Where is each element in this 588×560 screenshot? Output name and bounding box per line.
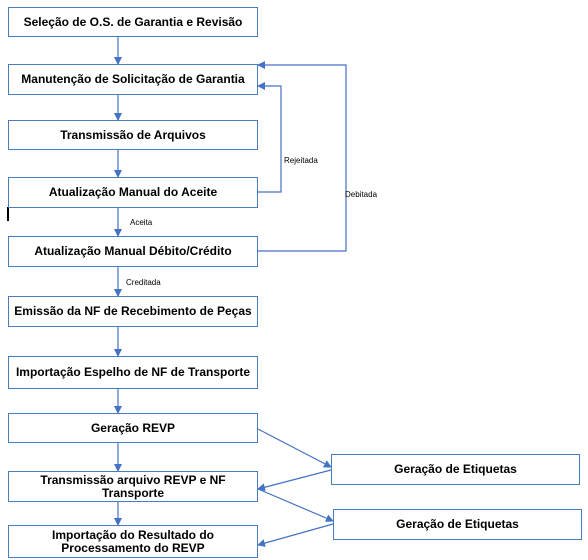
box-geracao-etiquetas-1[interactable]: Geração de Etiquetas bbox=[331, 454, 580, 485]
step-label: Importação do Resultado do Processamento… bbox=[51, 527, 214, 555]
revp-to-etiquetas-1 bbox=[257, 428, 332, 468]
step-importacao-espelho[interactable]: Importação Espelho de NF de Transporte bbox=[8, 356, 258, 389]
step-geracao-revp[interactable]: Geração REVP bbox=[8, 413, 258, 443]
step-transmissao-revp[interactable]: Transmissão arquivo REVP e NF Transporte bbox=[8, 471, 258, 502]
side-label: Geração de Etiquetas bbox=[394, 462, 517, 476]
step-label: Seleção de O.S. de Garantia e Revisão bbox=[23, 14, 243, 29]
step-label: Atualização Manual do Aceite bbox=[48, 185, 218, 199]
step-label: Importação Espelho de NF de Transporte bbox=[15, 365, 251, 379]
step-label: Transmissão de Arquivos bbox=[60, 127, 206, 142]
step-label: Atualização Manual Débito/Crédito bbox=[34, 244, 232, 258]
edge-label-rejeitada: Rejeitada bbox=[284, 156, 318, 165]
step-atualizacao-debito-credito[interactable]: Atualização Manual Débito/Crédito bbox=[8, 236, 258, 267]
rejeitada-loop bbox=[257, 82, 282, 193]
edge-label-aceita: Aceita bbox=[130, 218, 153, 227]
step-label: Transmissão arquivo REVP e NF Transporte bbox=[40, 472, 226, 500]
edge-label-debitada: Debitada bbox=[345, 190, 378, 199]
step-label: Emissão da NF de Recebimento de Peças bbox=[14, 304, 252, 318]
transmissao-to-etiquetas-2 bbox=[257, 488, 334, 522]
left-edge-mark bbox=[7, 207, 9, 221]
step-label: Geração REVP bbox=[90, 420, 176, 435]
side-label: Geração de Etiquetas bbox=[396, 517, 519, 531]
step-emissao-nf[interactable]: Emissão da NF de Recebimento de Peças bbox=[8, 296, 258, 327]
etiquetas-1-to-transmissao bbox=[257, 469, 332, 492]
step-label: Manutenção de Solicitação de Garantia bbox=[21, 72, 245, 86]
step-transmissao-arquivos[interactable]: Transmissão de Arquivos bbox=[8, 120, 258, 150]
step-selecao-os[interactable]: Seleção de O.S. de Garantia e Revisão bbox=[8, 7, 258, 37]
debitada-loop bbox=[257, 61, 347, 252]
edge-label-creditada: Creditada bbox=[126, 278, 161, 287]
step-manutencao-solicitacao[interactable]: Manutenção de Solicitação de Garantia bbox=[8, 64, 258, 95]
etiquetas-2-to-importacao bbox=[257, 523, 334, 547]
step-atualizacao-aceite[interactable]: Atualização Manual do Aceite bbox=[8, 177, 258, 208]
box-geracao-etiquetas-2[interactable]: Geração de Etiquetas bbox=[333, 509, 582, 540]
step-importacao-resultado[interactable]: Importação do Resultado do Processamento… bbox=[8, 525, 258, 558]
